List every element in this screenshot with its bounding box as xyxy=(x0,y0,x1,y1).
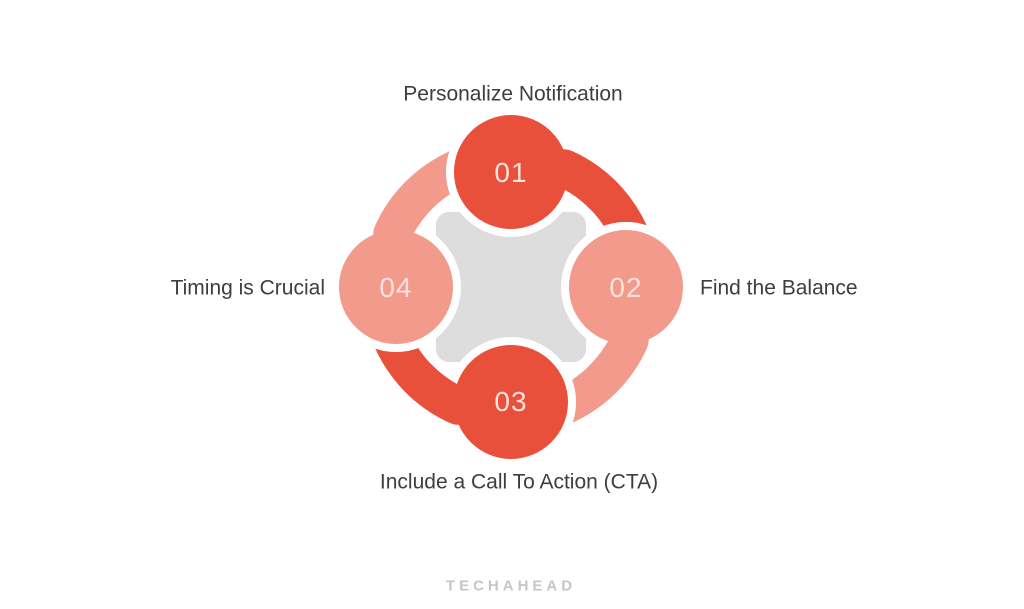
step-circle-2 xyxy=(569,230,683,344)
step-circle-4 xyxy=(339,230,453,344)
arc-start-stub-step4 xyxy=(373,174,440,254)
step-number-1: 01 xyxy=(494,157,528,188)
step-number-3: 03 xyxy=(494,386,528,417)
step-number-4: 04 xyxy=(379,272,413,303)
arc-start-stub-step3 xyxy=(398,358,478,425)
step-label-2: Find the Balance xyxy=(700,276,858,300)
step-circle-1 xyxy=(454,115,568,229)
step-label-3: Include a Call To Action (CTA) xyxy=(379,470,659,494)
step-label-4: Timing is Crucial xyxy=(170,276,325,300)
step-circle-3 xyxy=(454,345,568,459)
step-label-1: Personalize Notification xyxy=(403,82,623,106)
step-number-2: 02 xyxy=(609,272,643,303)
arc-start-stub-step1 xyxy=(544,149,624,216)
techahead-logo: TECHAHEAD xyxy=(445,577,577,595)
arc-start-stub-step2 xyxy=(582,320,649,400)
